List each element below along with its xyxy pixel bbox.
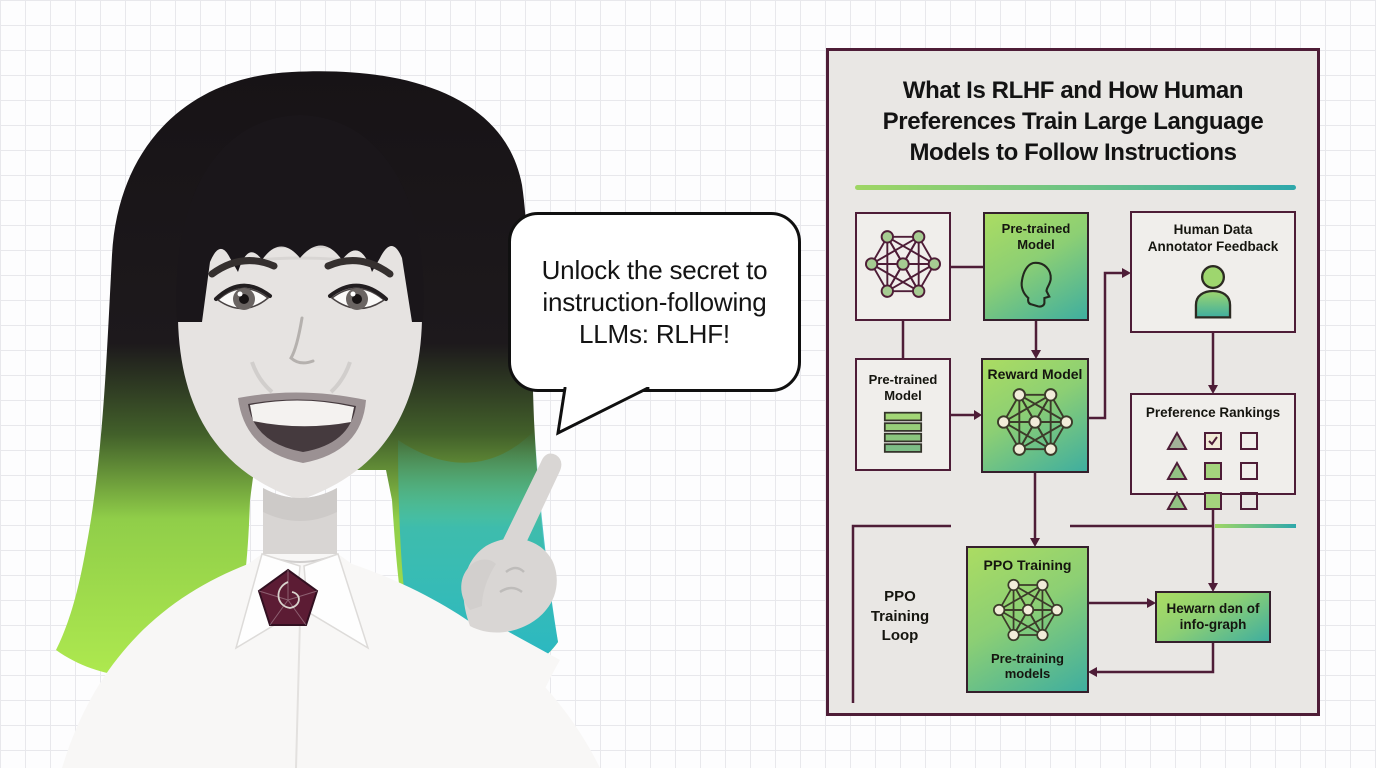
box-label: Reward Model	[987, 365, 1083, 382]
rose-brooch	[257, 568, 319, 626]
base-model-box	[855, 212, 951, 321]
box-label: Pre-trained Model	[868, 371, 938, 403]
bangs	[176, 115, 424, 322]
human-feedback-box: Human Data Annotator Feedback	[1130, 211, 1296, 333]
pretrained-model-top-box: Pre-trained Model	[983, 212, 1089, 321]
neural-network-icon	[865, 226, 941, 307]
smile-crease	[250, 361, 274, 394]
nose	[289, 316, 315, 365]
box-label: Hewarn dən of info-graph	[1166, 600, 1260, 632]
reward-model-box: Reward Model	[981, 358, 1089, 473]
right-eyebrow	[324, 257, 394, 278]
neural-network-icon	[997, 384, 1073, 465]
left-eyebrow	[208, 257, 278, 278]
speech-bubble: Unlock the secret to instruction-followi…	[508, 212, 801, 392]
ranking-grid-icon	[1164, 429, 1262, 513]
stacked-layers-icon	[883, 411, 923, 453]
box-sublabel: Pre-training models	[991, 650, 1064, 682]
smile-crease	[329, 361, 352, 394]
box-label: Pre-trained Model	[1001, 221, 1071, 252]
box-label: PPO Training	[983, 557, 1072, 573]
pretrained-model-left-box: Pre-trained Model	[855, 358, 951, 471]
ppo-training-box: PPO Training Pre-training models	[966, 546, 1089, 693]
infographic-title: What Is RLHF and How Human Preferences T…	[882, 77, 1264, 167]
title-gradient-rule	[855, 185, 1296, 190]
placket	[295, 619, 301, 768]
info-graph-box: Hewarn dən of info-graph	[1155, 591, 1271, 643]
person-icon	[1194, 264, 1232, 319]
pointing-hand	[461, 453, 562, 633]
rlhf-infographic-panel: What Is RLHF and How Human Preferences T…	[826, 48, 1320, 716]
preference-rankings-box: Preference Rankings	[1130, 393, 1296, 511]
speech-bubble-text: Unlock the secret to instruction-followi…	[541, 254, 768, 350]
left-eye	[214, 283, 272, 310]
neural-network-icon	[992, 575, 1063, 650]
smiling-mouth	[238, 392, 366, 463]
right-eye	[328, 283, 388, 310]
box-label: Preference Rankings	[1145, 405, 1281, 420]
neck-shadow	[263, 488, 337, 521]
head-profile-icon	[1020, 261, 1052, 308]
speech-bubble-tail	[556, 387, 650, 436]
woman-pointing-illustration	[56, 71, 600, 768]
sleeve	[430, 614, 560, 768]
box-label: Human Data Annotator Feedback	[1147, 222, 1279, 254]
gradient-line-segment	[1215, 524, 1296, 528]
ppo-loop-label: PPO Training Loop	[870, 588, 930, 644]
